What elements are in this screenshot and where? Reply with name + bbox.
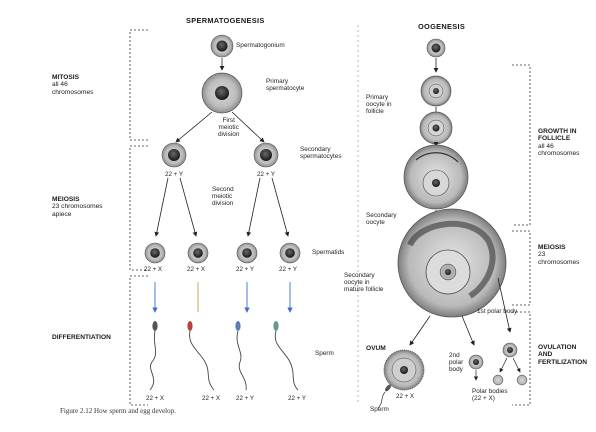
ovum-arrows — [409, 315, 475, 346]
differentiation-section-label: DIFFERENTIATION — [52, 334, 111, 341]
spermatogenesis-title: SPERMATOGENESIS — [186, 16, 265, 25]
second-polar-body — [468, 354, 484, 370]
left-brackets — [129, 29, 148, 406]
spermatid-chromosomes-2: 22 + X — [187, 266, 206, 273]
ovulation-section-label: OVULATION AND FERTILIZATION — [538, 344, 587, 366]
secondary-oocyte-label: Secondary oocyte — [366, 212, 397, 227]
primary-oocyte-label: Primary oocyte in follicle — [366, 94, 392, 116]
spermatogonium-label: Spermatogonium — [236, 42, 285, 49]
early-follicle-cell — [420, 75, 452, 107]
mature-follicle — [397, 208, 507, 318]
ovum-chromosomes: 22 + X — [396, 393, 415, 400]
oogenesis-title: OOGENESIS — [418, 22, 466, 31]
sperm-4 — [273, 321, 299, 391]
primary-oocyte-follicle — [419, 111, 453, 145]
secondary-chromosomes-left: 22 + Y — [165, 171, 183, 178]
mitosis-section-label: MITOSIS all 46 chromosomes — [52, 74, 94, 96]
secondary-oocyte-follicle-label: Secondary oocyte in mature follicle — [344, 272, 384, 294]
polar-bodies-label: Polar bodies (22 + X) — [472, 388, 508, 403]
spermatid-cells — [144, 242, 301, 264]
spermatid-chromosomes-4: 22 + Y — [279, 266, 297, 273]
secondary-spermatocyte-left — [161, 142, 187, 168]
first-polar-body-label: 1st polar body — [477, 308, 518, 315]
right-brackets — [512, 64, 531, 406]
figure-caption: Figure 2.12 How sperm and egg develop. — [60, 407, 176, 415]
sperm-3 — [235, 321, 247, 391]
growing-follicle — [403, 144, 469, 210]
ovum-cell — [383, 349, 425, 391]
spermatid-4 — [279, 242, 301, 264]
spermatid-3 — [236, 242, 258, 264]
sperm-chromosomes-2: 22 + X — [202, 395, 221, 402]
sperm-chromosomes-3: 22 + Y — [236, 395, 254, 402]
fertilizing-sperm — [377, 384, 391, 409]
meiosis-section-label: MEIOSIS 23 chromosomes apiece — [52, 196, 103, 218]
sperm-cells — [149, 321, 299, 391]
second-polar-body-label: 2nd polar body — [449, 352, 464, 374]
spermatid-chromosomes-3: 22 + Y — [236, 266, 254, 273]
growth-section-label: GROWTH IN FOLLICLE all 46 chromosomes — [538, 128, 580, 158]
primary-spermatocyte-label: Primary spermatocyte — [266, 78, 305, 93]
secondary-chromosomes-right: 22 + Y — [257, 171, 275, 178]
spermatids-label: Spermatids — [312, 249, 345, 256]
sperm-1 — [149, 321, 158, 391]
differentiation-arrows — [152, 282, 293, 313]
ovum-label: OVUM — [366, 345, 386, 352]
secondary-spermatocytes-label: Secondary spermatocytes — [300, 146, 342, 161]
secondary-spermatocyte-right — [253, 142, 279, 168]
ovum-sperm-label: Sperm — [370, 406, 389, 413]
oogonium-cell — [426, 38, 446, 58]
second-meiotic-division-label: Second meiotic division — [212, 186, 234, 208]
second-division-arrows — [154, 177, 290, 237]
spermatid-2 — [187, 242, 209, 264]
first-polar-body — [492, 277, 528, 386]
spermatogonium-cell — [210, 34, 234, 58]
spermatid-1 — [144, 242, 166, 264]
sperm-chromosomes-4: 22 + Y — [288, 395, 306, 402]
sperm-chromosomes-1: 22 + X — [146, 395, 165, 402]
sperm-label: Sperm — [315, 350, 334, 357]
first-meiotic-division-label: First meiotic division — [218, 117, 240, 139]
right-meiosis-section-label: MEIOSIS 23 chromosomes — [538, 244, 580, 266]
sperm-2 — [187, 321, 215, 391]
spermatid-chromosomes-1: 22 + X — [144, 266, 163, 273]
first-division-arrows — [175, 111, 265, 143]
primary-spermatocyte-cell — [201, 72, 243, 114]
